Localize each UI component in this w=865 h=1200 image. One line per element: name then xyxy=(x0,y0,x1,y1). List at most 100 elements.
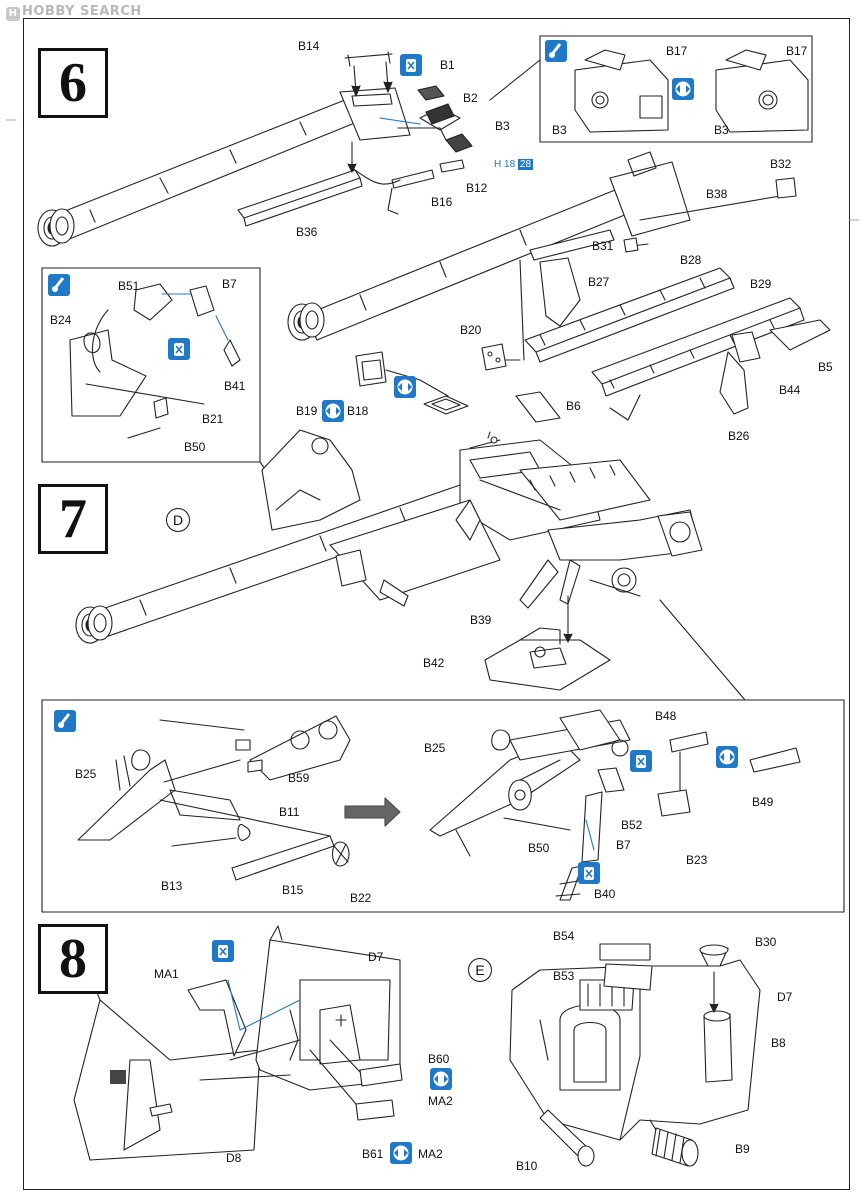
label-b8: B8 xyxy=(771,1036,786,1050)
label-b36: B36 xyxy=(296,225,318,239)
marker-d: D xyxy=(166,508,190,532)
label-d7-left: D7 xyxy=(368,950,384,964)
label-b18: B18 xyxy=(347,404,369,418)
label-b12: B12 xyxy=(466,181,488,195)
inset-b24 xyxy=(41,267,261,463)
step-number-6: 6 xyxy=(38,48,108,118)
label-b10: B10 xyxy=(516,1159,538,1173)
label-b50-lower: B50 xyxy=(528,841,550,855)
inset-callout-line-7 xyxy=(659,599,746,701)
no-cement-icon xyxy=(168,338,190,360)
inset-trail xyxy=(41,699,845,913)
both-sides-icon xyxy=(672,78,694,100)
label-b38: B38 xyxy=(706,187,728,201)
label-b29: B29 xyxy=(750,277,772,291)
label-b6: B6 xyxy=(566,399,581,413)
label-b44: B44 xyxy=(779,383,801,397)
label-b3-right: B3 xyxy=(714,123,729,137)
label-b49: B49 xyxy=(752,795,774,809)
label-b21: B21 xyxy=(202,412,224,426)
both-sides-icon xyxy=(322,400,344,422)
step-number-8: 8 xyxy=(38,924,108,994)
step-number-7: 7 xyxy=(38,484,108,554)
parts-b9-b10 xyxy=(539,1109,699,1167)
no-cement-icon xyxy=(578,862,600,884)
label-b7-upper: B7 xyxy=(222,277,237,291)
page-reference: H 18 28 xyxy=(494,159,534,170)
label-b25-right: B25 xyxy=(424,741,446,755)
both-sides-icon xyxy=(430,1068,452,1090)
label-b15: B15 xyxy=(282,883,304,897)
shield-d8 xyxy=(73,967,311,1161)
parts-rails xyxy=(515,257,831,423)
label-b30: B30 xyxy=(755,935,777,949)
label-b20: B20 xyxy=(460,323,482,337)
label-b48: B48 xyxy=(655,709,677,723)
label-ma2-lower: MA2 xyxy=(418,1147,443,1161)
part-b36 xyxy=(237,141,363,227)
paint-brush-icon xyxy=(54,710,76,732)
label-b5: B5 xyxy=(818,360,833,374)
label-b59: B59 xyxy=(288,771,310,785)
marker-e: E xyxy=(468,958,492,982)
label-b13: B13 xyxy=(161,879,183,893)
gun-barrel-middle xyxy=(287,151,797,341)
parts-b8-b30 xyxy=(699,944,733,1083)
parts-b18-b20 xyxy=(355,343,521,415)
both-sides-icon xyxy=(716,746,738,768)
gun-barrel-upper xyxy=(37,87,411,247)
label-d8: D8 xyxy=(226,1151,242,1165)
no-cement-icon xyxy=(630,750,652,772)
label-b42: B42 xyxy=(423,656,445,670)
label-d7-right: D7 xyxy=(777,990,793,1004)
part-b14 xyxy=(344,51,393,97)
corner-marks xyxy=(5,119,860,221)
label-b17-left: B17 xyxy=(666,44,688,58)
label-b31: B31 xyxy=(592,239,614,253)
no-cement-icon xyxy=(212,940,234,962)
label-b23: B23 xyxy=(686,853,708,867)
part-ma1 xyxy=(187,979,301,1057)
trail-assembly xyxy=(479,479,703,609)
both-sides-icon xyxy=(390,1142,412,1164)
label-b61: B61 xyxy=(362,1147,384,1161)
label-b22: B22 xyxy=(350,891,372,905)
label-b7-lower: B7 xyxy=(616,838,631,852)
label-b39: B39 xyxy=(470,613,492,627)
label-b9: B9 xyxy=(735,1142,750,1156)
gun-barrel-assembled xyxy=(75,429,651,644)
parts-b60-b61 xyxy=(309,1039,403,1121)
label-b50-upper: B50 xyxy=(184,440,206,454)
parts-b39-b42 xyxy=(484,595,611,691)
no-cement-icon xyxy=(400,54,422,76)
label-ma1: MA1 xyxy=(154,967,179,981)
label-b53: B53 xyxy=(553,969,575,983)
label-b2: B2 xyxy=(463,91,478,105)
label-b25-left: B25 xyxy=(75,767,97,781)
label-b40: B40 xyxy=(594,887,616,901)
label-b24: B24 xyxy=(50,313,72,327)
hobby-search-logo-icon: H xyxy=(6,7,20,21)
parts-b1-b3 xyxy=(379,85,473,153)
label-b19: B19 xyxy=(296,404,318,418)
paint-brush-icon xyxy=(545,40,567,62)
label-b14: B14 xyxy=(298,39,320,53)
label-b26: B26 xyxy=(728,429,750,443)
shield-d7-right xyxy=(509,943,761,1141)
paint-brush-icon xyxy=(48,274,70,296)
page-frame xyxy=(23,18,850,1190)
both-sides-icon xyxy=(394,376,416,398)
label-b54: B54 xyxy=(553,929,575,943)
label-b1: B1 xyxy=(440,58,455,72)
label-ma2-upper: MA2 xyxy=(428,1094,453,1108)
label-b60: B60 xyxy=(428,1052,450,1066)
label-b3: B3 xyxy=(495,119,510,133)
inset-b17 xyxy=(489,35,813,143)
label-b3-left: B3 xyxy=(552,123,567,137)
label-b11: B11 xyxy=(279,805,300,819)
label-b16: B16 xyxy=(431,195,453,209)
label-b32: B32 xyxy=(770,157,792,171)
label-b41: B41 xyxy=(224,379,246,393)
